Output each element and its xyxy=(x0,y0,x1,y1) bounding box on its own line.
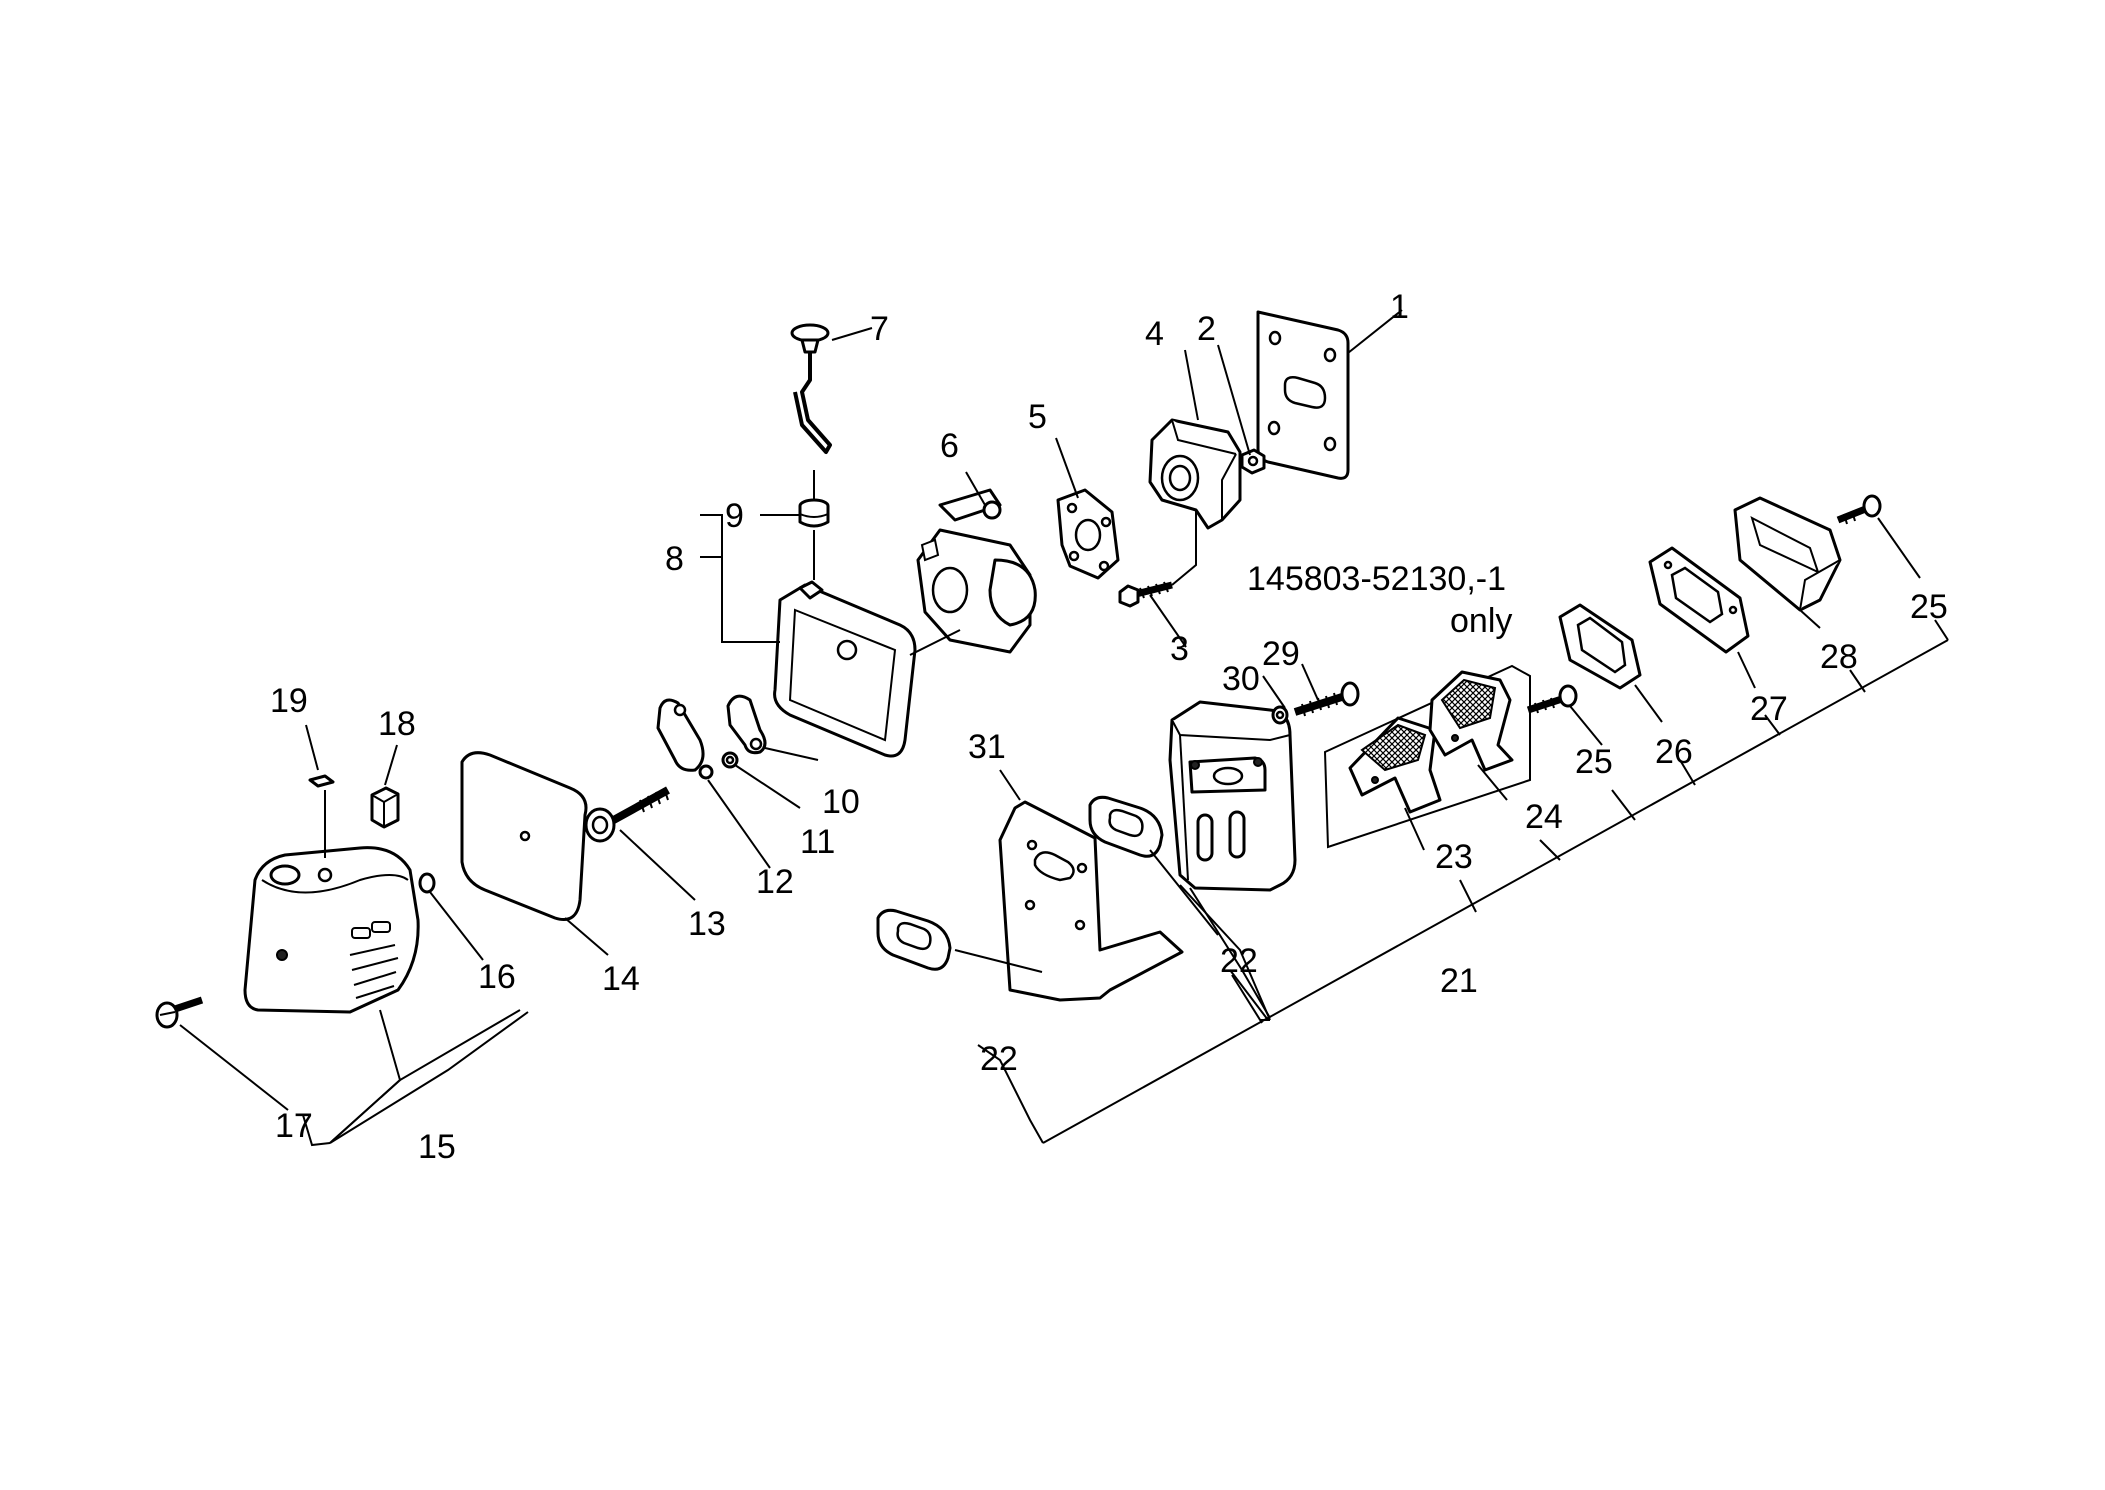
gasket-plate-part-27 xyxy=(1648,546,1750,654)
callout-15: 15 xyxy=(418,1128,456,1166)
callout-4: 4 xyxy=(1145,315,1164,353)
bracket-part-10 xyxy=(726,694,767,755)
gasket-plate-part-1 xyxy=(1256,310,1350,480)
callout-14: 14 xyxy=(602,960,640,998)
exhaust-deflector-part-28 xyxy=(1733,496,1842,612)
callout-2: 2 xyxy=(1197,310,1216,348)
callout-8: 8 xyxy=(665,540,684,578)
screw-part-25-upper xyxy=(1836,494,1882,525)
spark-arrester-cover-part-24 xyxy=(1428,670,1514,772)
callout-labels: 1 2 3 4 5 6 7 8 9 10 11 12 13 14 15 16 1… xyxy=(270,288,1948,1166)
callout-22-upper: 22 xyxy=(1220,942,1258,980)
callout-1: 1 xyxy=(1390,288,1409,326)
screw-part-25-lower xyxy=(1526,684,1578,714)
block-part-18 xyxy=(370,786,400,829)
callout-27: 27 xyxy=(1750,690,1788,728)
heat-shield-part-31 xyxy=(998,800,1184,1002)
callout-24: 24 xyxy=(1525,798,1563,836)
air-cleaner-case-part-8 xyxy=(773,580,917,758)
callout-13: 13 xyxy=(688,905,726,943)
plate-part-12 xyxy=(656,698,714,780)
model-note-line2: only xyxy=(1450,602,1512,640)
callout-9: 9 xyxy=(725,497,744,535)
nut-part-2 xyxy=(1240,448,1266,475)
o-ring-part-16 xyxy=(418,872,436,894)
leader-lines xyxy=(179,309,1949,1147)
callout-29: 29 xyxy=(1262,635,1300,673)
callout-22-lower: 22 xyxy=(980,1040,1018,1078)
callout-23: 23 xyxy=(1435,838,1473,876)
muffler-gasket-part-22-upper xyxy=(1088,795,1164,858)
insulator-block-part-4 xyxy=(1148,418,1242,530)
washer-part-11 xyxy=(721,751,739,769)
washer-part-30 xyxy=(1271,705,1289,725)
callout-30: 30 xyxy=(1222,660,1260,698)
tab-part-19 xyxy=(308,774,335,788)
air-cleaner-cover-part-15 xyxy=(243,846,420,1014)
choke-rod-part-7 xyxy=(790,323,832,454)
air-filter-part-14 xyxy=(460,751,588,921)
callout-21: 21 xyxy=(1440,962,1478,1000)
screw-part-17 xyxy=(155,996,204,1029)
callout-19: 19 xyxy=(270,682,308,720)
callout-5: 5 xyxy=(1028,398,1047,436)
callout-10: 10 xyxy=(822,783,860,821)
callout-26: 26 xyxy=(1655,733,1693,771)
callout-28: 28 xyxy=(1820,638,1858,676)
spark-arrester-part-23 xyxy=(1348,716,1442,814)
callout-25-lower: 25 xyxy=(1575,743,1613,781)
callout-3: 3 xyxy=(1170,630,1189,668)
gasket-part-26 xyxy=(1558,603,1642,690)
callout-6: 6 xyxy=(940,427,959,465)
grommet-part-9 xyxy=(798,498,830,528)
model-note-line1: 145803-52130,-1 xyxy=(1247,560,1506,598)
callout-31: 31 xyxy=(968,728,1006,766)
callout-7: 7 xyxy=(870,310,889,348)
muffler-gasket-part-22-lower xyxy=(876,908,952,971)
bolt-part-29 xyxy=(1293,681,1360,717)
callout-16: 16 xyxy=(478,958,516,996)
muffler-part-21 xyxy=(1168,700,1297,892)
callout-12: 12 xyxy=(756,863,794,901)
carburetor-gasket-part-5 xyxy=(1056,488,1120,580)
callout-25-upper: 25 xyxy=(1910,588,1948,626)
carburetor-part-6 xyxy=(916,488,1037,654)
callout-17: 17 xyxy=(275,1107,313,1145)
callout-11: 11 xyxy=(800,823,835,861)
bolt-part-13 xyxy=(584,786,670,843)
callout-18: 18 xyxy=(378,705,416,743)
screw-part-3 xyxy=(1118,581,1173,608)
